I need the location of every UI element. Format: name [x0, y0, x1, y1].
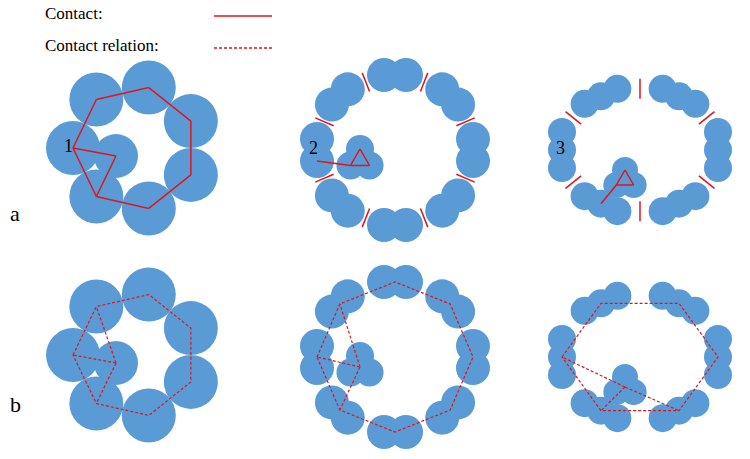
- contact-relation-line: [562, 303, 718, 410]
- contact-line: [616, 184, 633, 186]
- contact-line: [625, 170, 634, 185]
- contact-line: [73, 148, 116, 156]
- contact-line: [73, 148, 96, 196]
- particle: [389, 58, 423, 92]
- contact-line: [639, 201, 641, 221]
- callout-number: 2: [309, 139, 318, 159]
- contact-relation-line: [340, 304, 360, 367]
- contact-line: [456, 174, 474, 182]
- legend-swatch: [212, 43, 274, 53]
- particle: [704, 154, 732, 182]
- contact-line: [96, 156, 116, 196]
- contact-line: [420, 73, 427, 92]
- particle: [336, 359, 364, 387]
- contact-line: [315, 118, 333, 126]
- contact-line: [350, 149, 360, 166]
- contact-line: [566, 176, 582, 189]
- contact-relation-line: [96, 363, 116, 403]
- particle: [315, 178, 349, 212]
- contact-line: [456, 118, 474, 126]
- particle: [122, 388, 176, 442]
- particle: [456, 351, 490, 385]
- particle: [603, 75, 631, 103]
- legend-entry: Contact relation:: [45, 37, 159, 56]
- contact-line: [566, 112, 582, 125]
- legend-entry: Contact:: [45, 5, 103, 24]
- particle: [571, 182, 599, 210]
- particle: [69, 280, 123, 334]
- legend-swatch: [212, 11, 274, 21]
- contact-line: [699, 176, 715, 189]
- particle: [441, 88, 475, 122]
- legend-text: Contact:: [45, 4, 103, 23]
- contact-line: [317, 161, 350, 166]
- legend-line: [214, 15, 272, 16]
- contact-relation-line: [96, 307, 116, 363]
- particle: [571, 389, 599, 417]
- particle: [456, 144, 490, 178]
- contact-line: [149, 88, 191, 122]
- particle: [704, 361, 732, 389]
- contact-line: [190, 121, 192, 175]
- callout-number: 1: [64, 137, 73, 157]
- contact-relation-line: [317, 357, 360, 367]
- particle: [681, 297, 709, 325]
- contact-line: [73, 100, 96, 148]
- row-label: b: [10, 393, 21, 417]
- legend-line: [214, 47, 272, 48]
- contact-line: [96, 88, 148, 100]
- legend-text: Contact relation:: [45, 36, 159, 55]
- contact-line: [362, 73, 369, 92]
- contact-relation-line: [73, 295, 191, 416]
- contact-line: [149, 175, 191, 209]
- contact-line: [616, 170, 625, 185]
- contact-relation-line: [73, 355, 116, 363]
- callout-number: 3: [556, 139, 565, 159]
- particle: [331, 279, 365, 313]
- particle: [548, 325, 576, 353]
- particle: [603, 282, 631, 310]
- particle: [367, 208, 401, 242]
- particle: [649, 197, 677, 225]
- contact-line: [420, 209, 427, 228]
- particle: [425, 194, 459, 228]
- contact-line: [360, 149, 370, 166]
- contact-line: [362, 209, 369, 228]
- contact-line: [699, 112, 715, 125]
- particle: [603, 379, 629, 405]
- row-label: a: [10, 202, 20, 226]
- particle: [331, 72, 365, 106]
- relation-row: [46, 265, 732, 449]
- contact-relation-line: [625, 387, 679, 411]
- contact-relation-line: [601, 387, 625, 411]
- particle: [681, 90, 709, 118]
- contact-relation-line: [317, 282, 473, 432]
- particle: [425, 401, 459, 435]
- contact-relation-line: [562, 357, 625, 387]
- contact-row: [46, 58, 732, 242]
- contact-relation-line: [340, 367, 360, 410]
- contact-line: [96, 196, 148, 208]
- contact-line: [601, 185, 616, 204]
- contact-line: [639, 79, 641, 99]
- contact-line: [315, 174, 333, 182]
- contact-line: [350, 165, 369, 167]
